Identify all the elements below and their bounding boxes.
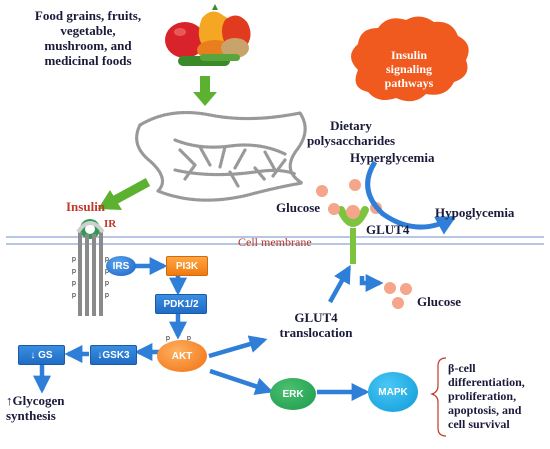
glut4-label: GLUT4 [366,222,410,237]
gs-node: ↓ GS [18,345,65,365]
phospho-label: p [72,268,76,275]
pathway-arrows [33,257,384,401]
glycogen-label-line: synthesis [6,408,56,423]
insulin-label: Insulin [66,199,106,214]
phospho-label: p [105,268,109,275]
phospho-label: p [72,280,76,287]
glut4-translocation-line: translocation [279,325,353,340]
outcomes-label-line: β-cell [448,361,476,375]
cloud-label: Insulin signaling pathways [364,48,454,90]
glycogen-label: ↑Glycogen synthesis [6,393,65,423]
outcomes-bracket [430,357,447,437]
outcomes-label-line: apoptosis, and [448,403,522,417]
erk-node: ERK [270,378,316,410]
polysaccharides-label-line: polysaccharides [306,133,396,148]
phospho-label: p [187,335,191,342]
cloud-label-line: pathways [384,76,434,90]
outcomes-label-line: proliferation, [448,389,517,403]
glut4-transporter [337,205,369,264]
cloud-label-line: Insulin [390,48,428,62]
cell-membrane-label: Cell membrane [238,235,312,249]
insulin-receptor [76,219,105,316]
glut4-translocation-label: GLUT4 translocation [268,310,364,340]
cloud-label-line: signaling [385,62,433,76]
gsk3-node: ↓GSK3 [90,345,137,365]
pdk-node: PDK1/2 [155,294,207,314]
outcomes-label-line: differentiation, [448,375,525,389]
glucose-inside-label: Glucose [417,294,462,309]
hyper-to-hypo-arrow [365,160,457,235]
phospho-label: p [105,292,109,299]
phospho-label: p [72,292,76,299]
glucose-outside-label: Glucose [276,200,321,215]
polysaccharides-label: Dietary polysaccharides [286,118,416,148]
insulin-signaling-cloud [351,16,469,102]
glucose-molecules-inside [384,282,412,309]
food-label: Food grains, fruits, vegetable, mushroom… [18,8,158,68]
phospho-label: p [105,280,109,287]
phospho-label: p [105,256,109,263]
outcomes-label-line: cell survival [448,417,510,431]
food-label-line: mushroom, and [44,38,132,53]
phospho-label: p [72,256,76,263]
food-to-polysaccharide-arrow [193,76,217,106]
polysaccharide-to-insulin-arrow [98,178,151,210]
polysaccharide-chain-image [135,110,307,202]
food-label-line: medicinal foods [44,53,132,68]
glycogen-label-line: ↑Glycogen [6,393,65,408]
hypoglycemia-label: Hypoglycemia [435,205,515,220]
outcomes-label: β-cell differentiation, proliferation, a… [448,361,525,431]
food-label-line: vegetable, [60,23,116,38]
polysaccharides-label-line: Dietary [330,118,372,133]
akt-node: AKT [157,340,207,372]
irs-node: IRS [106,256,136,276]
food-label-line: Food grains, fruits, [34,8,142,23]
food-basket-image [165,4,251,66]
phospho-label: p [166,335,170,342]
insulin-receptor-label: IR [104,218,117,230]
pi3k-node: PI3K [166,256,208,276]
glut4-translocation-line: GLUT4 [294,310,338,325]
mapk-node: MAPK [368,372,418,412]
hyperglycemia-label: Hyperglycemia [350,150,435,165]
